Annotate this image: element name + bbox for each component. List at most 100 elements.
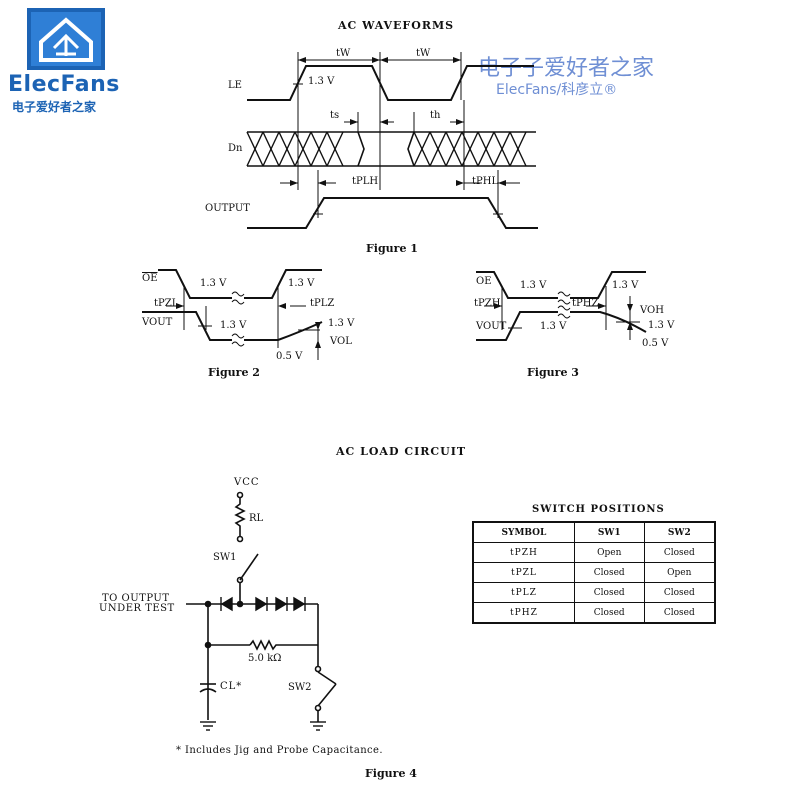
fig3-v13-c: 1.3 V bbox=[540, 321, 567, 332]
figure3-markers bbox=[484, 286, 640, 340]
tplh-label: tPLH bbox=[352, 176, 379, 187]
fig2-tpzl-label: tPZL bbox=[154, 298, 179, 309]
ground-icon bbox=[310, 721, 326, 731]
vcc-label: VCC bbox=[234, 477, 260, 488]
switch-positions-table: SYMBOL SW1 SW2 tPZH Open Closed tPZL Clo… bbox=[472, 521, 716, 624]
sw2-cell: Closed bbox=[643, 602, 716, 624]
column-header-sw1: SW1 bbox=[573, 521, 645, 543]
column-header-symbol: SYMBOL bbox=[472, 521, 575, 543]
symbol-cell: tPLZ bbox=[472, 582, 575, 603]
logo-subtitle: 电子爱好者之家 bbox=[12, 100, 97, 114]
fig3-tpzh-label: tPZH bbox=[474, 298, 501, 309]
fig2-v13-c: 1.3 V bbox=[220, 320, 247, 331]
switch-positions-title: SWITCH POSITIONS bbox=[532, 504, 665, 515]
resistor-5k-label: 5.0 kΩ bbox=[248, 653, 282, 664]
fig3-v13-d: 1.3 V bbox=[648, 320, 675, 331]
fig2-v13-d: 1.3 V bbox=[328, 318, 355, 329]
fig2-v13-b: 1.3 V bbox=[288, 278, 315, 289]
ts-label: ts bbox=[330, 110, 340, 121]
sw2-blade bbox=[317, 683, 337, 707]
table-row: tPLZ Closed Closed bbox=[472, 582, 716, 603]
diode-chain bbox=[204, 596, 306, 649]
dn-hatch-pattern bbox=[246, 131, 527, 167]
dn-label: Dn bbox=[228, 143, 243, 154]
fig3-v13-b: 1.3 V bbox=[612, 280, 639, 291]
sw1-cell: Closed bbox=[573, 562, 645, 583]
resistor-5k bbox=[249, 639, 318, 651]
elecfans-logo: ElecFans 电子爱好者之家 bbox=[6, 6, 124, 114]
figure4-caption: Figure 4 bbox=[365, 767, 417, 780]
watermark-site-cn: 电子子爱好者之家 bbox=[478, 56, 655, 81]
table-row: tPZL Closed Open bbox=[472, 562, 716, 583]
column-header-sw2: SW2 bbox=[643, 521, 716, 543]
sw2-cell: Open bbox=[643, 562, 716, 583]
cl-plate-bottom bbox=[199, 688, 217, 693]
symbol-cell: tPZL bbox=[472, 562, 575, 583]
diode-4 bbox=[293, 596, 306, 612]
figure1-caption: Figure 1 bbox=[366, 242, 418, 255]
figure2-arrowheads bbox=[176, 303, 321, 348]
output-waveform bbox=[247, 197, 538, 229]
figure3-waveforms bbox=[476, 271, 647, 341]
sw1-cell: Open bbox=[573, 542, 645, 563]
fig3-oe-waveform bbox=[476, 271, 646, 299]
v13-label: 1.3 V bbox=[308, 76, 335, 87]
fig3-vout-waveform bbox=[476, 311, 647, 341]
figure1-arrowheads bbox=[290, 57, 506, 186]
le-waveform bbox=[247, 65, 534, 101]
logo-house-icon bbox=[27, 8, 105, 70]
fig3-voh-label: VOH bbox=[640, 305, 664, 316]
ground-icon bbox=[200, 721, 216, 731]
sw2-label: SW2 bbox=[288, 682, 312, 693]
ac-load-circuit-title: AC LOAD CIRCUIT bbox=[336, 445, 467, 458]
fig3-v05-label: 0.5 V bbox=[642, 338, 669, 349]
figure3-arrowheads bbox=[494, 303, 633, 330]
symbol-cell: tPHZ bbox=[472, 602, 575, 624]
tw-label-2: tW bbox=[416, 48, 431, 59]
fig3-vout-label: VOUT bbox=[476, 321, 507, 332]
sw2-cell: Closed bbox=[643, 542, 716, 563]
fig2-vol-label: VOL bbox=[330, 336, 352, 347]
figure2-caption: Figure 2 bbox=[208, 366, 260, 379]
fig2-tplz-label: tPLZ bbox=[310, 298, 335, 309]
vcc-terminal bbox=[236, 491, 244, 499]
output-label: OUTPUT bbox=[205, 203, 250, 214]
sw1-blade bbox=[239, 553, 259, 581]
rl-label: RL bbox=[249, 513, 264, 524]
dn-bus bbox=[247, 131, 536, 167]
ac-waveforms-title: AC WAVEFORMS bbox=[338, 19, 455, 32]
fig3-v13-a: 1.3 V bbox=[520, 280, 547, 291]
cl-label: CL* bbox=[220, 681, 243, 692]
under-test-label: UNDER TEST bbox=[99, 603, 175, 614]
fig2-oe-waveform bbox=[158, 269, 322, 299]
fig2-v05-label: 0.5 V bbox=[276, 351, 303, 362]
table-header-row: SYMBOL SW1 SW2 bbox=[472, 521, 716, 543]
diode-1 bbox=[220, 596, 233, 612]
tw-label-1: tW bbox=[336, 48, 351, 59]
rl-resistor bbox=[234, 498, 246, 536]
watermark-site-en: ElecFans/科彦立® bbox=[496, 82, 618, 98]
fig2-vout-label: VOUT bbox=[142, 317, 173, 328]
table-row: tPZH Open Closed bbox=[472, 542, 716, 563]
figure1-timing-markers bbox=[280, 52, 520, 218]
to-output-label: TO OUTPUT bbox=[102, 593, 170, 604]
sw1-label: SW1 bbox=[213, 552, 237, 563]
sw1-cell: Closed bbox=[573, 602, 645, 624]
fig2-v13-a: 1.3 V bbox=[200, 278, 227, 289]
sw1-terminal bbox=[236, 576, 244, 584]
sw2-terminal bbox=[314, 665, 322, 673]
th-label: th bbox=[430, 110, 441, 121]
logo-text: ElecFans bbox=[8, 72, 120, 97]
symbol-cell: tPZH bbox=[472, 542, 575, 563]
fig3-tphz-label: tPHZ bbox=[572, 298, 599, 309]
fig2-oe-label: OE bbox=[142, 273, 158, 284]
diode-3 bbox=[275, 596, 288, 612]
le-label: LE bbox=[228, 80, 242, 91]
fig3-oe-label: OE bbox=[476, 276, 492, 287]
diode-2 bbox=[255, 596, 268, 612]
tphl-label: tPHL bbox=[472, 176, 499, 187]
capacitance-footnote: * Includes Jig and Probe Capacitance. bbox=[176, 745, 383, 756]
table-row: tPHZ Closed Closed bbox=[472, 602, 716, 624]
